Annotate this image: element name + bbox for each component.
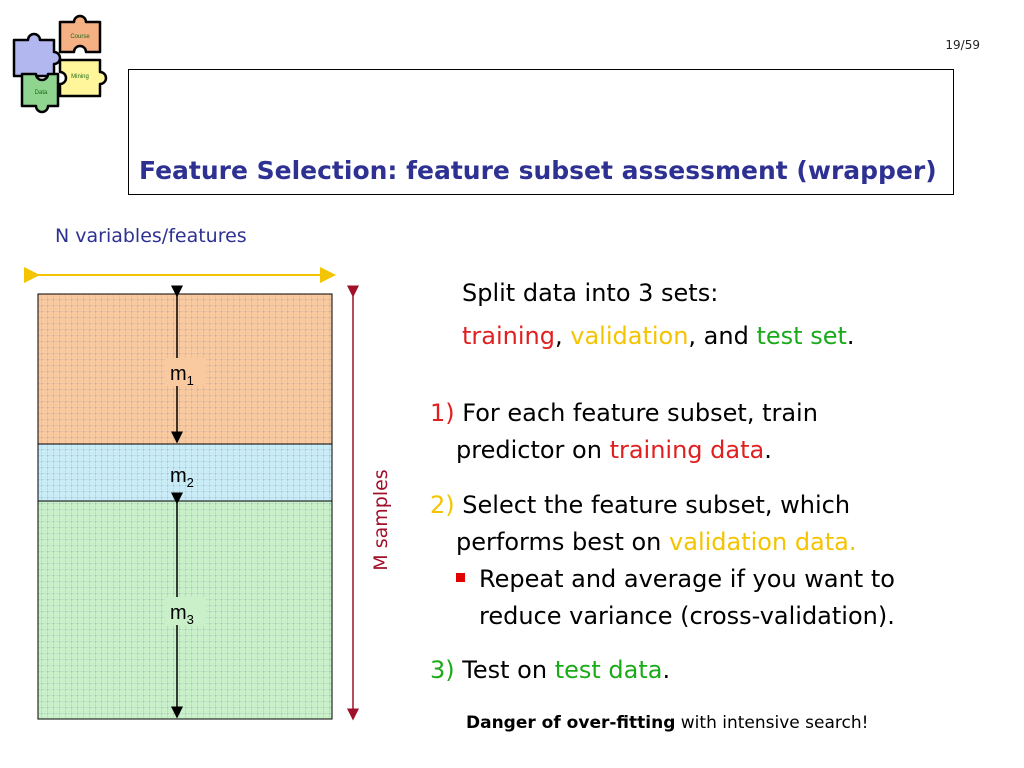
logo-label-mining: Mining	[71, 74, 89, 80]
page-title: Feature Selection: feature subset assess…	[139, 156, 937, 185]
logo-label-data: Data	[35, 90, 48, 96]
data-split-diagram: m1 m2 m3	[24, 267, 359, 721]
step-1: 1) For each feature subset, train predic…	[430, 399, 818, 464]
training-word: training	[462, 322, 555, 350]
danger-note: Danger of over-fitting with intensive se…	[466, 713, 869, 733]
logo-piece-data	[20, 72, 60, 114]
square-bullet-icon	[456, 572, 465, 582]
m1-label: m1	[170, 363, 194, 388]
logo-piece-top-left	[12, 32, 62, 78]
step-2: 2) Select the feature subset, which perf…	[430, 491, 857, 556]
page-number: 19/59	[945, 38, 980, 52]
test-set-word: test set	[756, 322, 847, 350]
split-sets: training, validation, and test set.	[462, 322, 855, 350]
puzzle-logo: Course Mining Data	[12, 14, 108, 114]
data-matrix-border	[37, 293, 333, 720]
m3-label: m3	[170, 602, 194, 627]
grid-overlay	[38, 294, 332, 719]
title-box: Feature Selection: feature subset assess…	[128, 69, 954, 195]
step-2-number: 2)	[430, 491, 455, 519]
logo-piece-course	[58, 14, 102, 54]
validation-word: validation	[570, 322, 689, 350]
n-features-label: N variables/features	[55, 225, 247, 247]
step-3: 3) Test on test data.	[430, 656, 671, 684]
m2-label: m2	[170, 465, 194, 490]
step-1-number: 1)	[430, 399, 455, 427]
logo-piece-mining	[58, 58, 108, 98]
m-samples-label: M samples	[370, 469, 392, 571]
step-2-bullet: Repeat and average if you want to reduce…	[456, 561, 895, 635]
logo-label-course: Course	[70, 34, 90, 40]
step-3-number: 3)	[430, 656, 455, 684]
split-intro: Split data into 3 sets:	[462, 279, 719, 307]
